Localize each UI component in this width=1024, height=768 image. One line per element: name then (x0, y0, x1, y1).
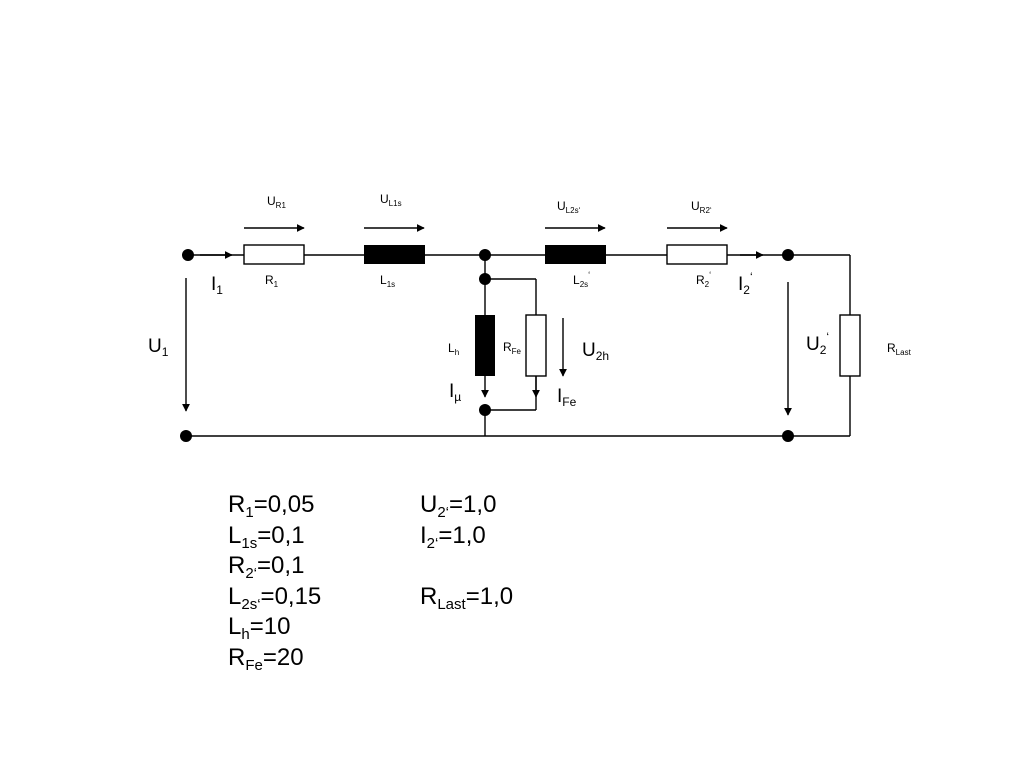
param-rfe: RFe=20 (228, 643, 304, 674)
param-blank-row (420, 551, 513, 582)
label-r1: R1 (265, 273, 279, 289)
label-i2: I2‘ (738, 270, 753, 297)
junction-node-branch-bottom (479, 404, 491, 416)
param-l1s: L1s=0,1 (228, 521, 305, 552)
label-u2: U2‘ (806, 330, 829, 357)
label-l2s: L2s‘ (573, 270, 590, 289)
resistor-r1 (243, 244, 305, 265)
parameter-list-right: U2‘=1,0 I2‘=1,0 RLast=1,0 (420, 490, 513, 612)
label-r2: R2‘ (696, 270, 711, 289)
param-rlast: RLast=1,0 (420, 582, 514, 613)
label-ul1s: UL1s (380, 192, 402, 208)
terminal-node-bottom-right (782, 430, 794, 442)
param-u2: U2‘=1,0 (420, 491, 497, 521)
parameter-list-left: R1=0,05 L1s=0,1 R2‘=0,1 L2s‘=0,15 Lh=10 … (228, 490, 321, 673)
param-i2: I2‘=1,0 (420, 521, 486, 552)
junction-node-top-center (479, 249, 491, 261)
terminal-node-top-right (782, 249, 794, 261)
label-rlast: RLast (887, 341, 912, 357)
param-r2: R2‘=0,1 (228, 552, 305, 582)
param-r1: R1=0,05 (228, 491, 315, 521)
label-u2h: U2h (582, 340, 609, 363)
param-l2s: L2s‘=0,15 (228, 582, 322, 613)
label-rfe: RFe (503, 340, 522, 356)
label-ife: IFe (557, 386, 577, 409)
label-ur1: UR1 (267, 194, 286, 210)
terminal-node-top-left (182, 249, 194, 261)
junction-node-branch-top (479, 273, 491, 285)
label-i1: I1 (211, 274, 223, 297)
inductor-l1s (364, 245, 425, 264)
nodes (180, 249, 794, 442)
param-lh: Lh=10 (228, 613, 291, 643)
resistor-rfe (525, 314, 547, 377)
terminal-node-bottom-left (180, 430, 192, 442)
resistor-r2 (666, 244, 728, 265)
inductor-l2s (545, 245, 606, 264)
label-ur2: UR2‘ (691, 199, 712, 215)
label-ul2s: UL2s‘ (557, 199, 581, 215)
label-imu: Iµ (449, 381, 461, 404)
arrows (182, 224, 792, 416)
label-lh: Lh (448, 341, 459, 357)
resistor-rlast (839, 314, 861, 377)
label-u1: U1 (148, 336, 169, 359)
inductor-lh (475, 315, 495, 376)
label-l1s: L1s (380, 273, 395, 289)
